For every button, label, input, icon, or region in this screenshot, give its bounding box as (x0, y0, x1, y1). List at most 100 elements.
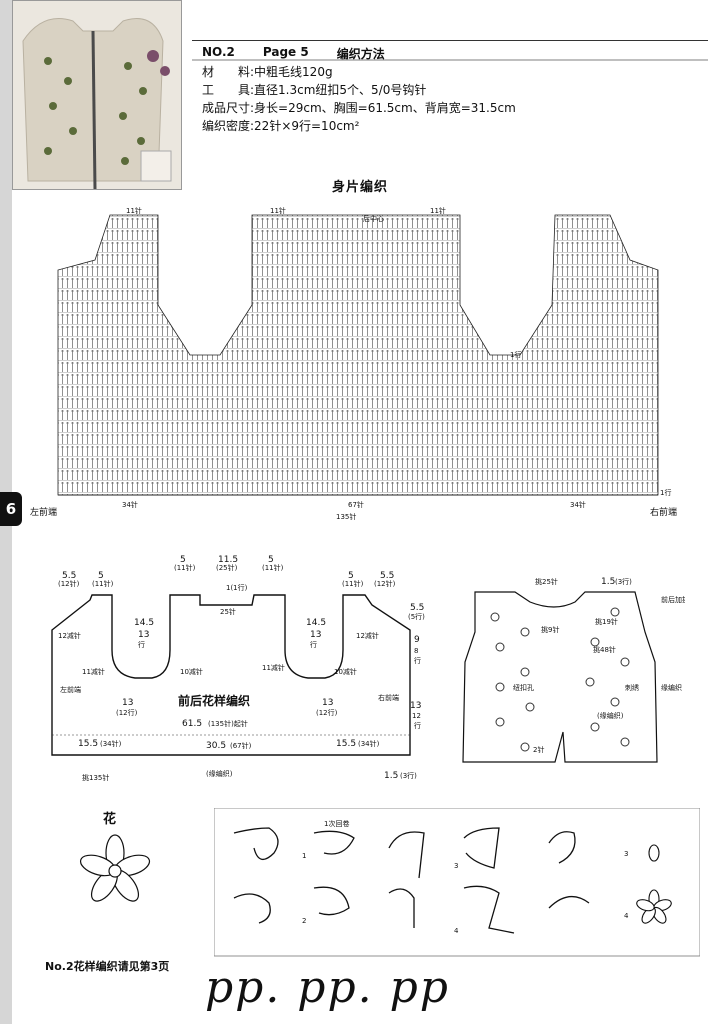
svg-text:25针: 25针 (220, 607, 236, 616)
row-marker: 1行 (510, 350, 521, 359)
info-tools: 工 具:直径1.3cm纽扣5个、5/0号钩针 (202, 83, 427, 97)
svg-text:61.5: 61.5 (182, 719, 202, 729)
svg-text:5.5: 5.5 (410, 603, 424, 613)
svg-text:(11针): (11针) (92, 579, 114, 588)
svg-text:12减针: 12减针 (58, 631, 81, 640)
flower-icon (79, 834, 151, 902)
product-photo (12, 0, 182, 190)
svg-text:1.5: 1.5 (601, 577, 615, 587)
watermark-text: pp. pp. pp (205, 962, 450, 1013)
svg-text:(135针)起针: (135针)起针 (208, 719, 248, 728)
svg-text:14.5: 14.5 (306, 618, 326, 628)
footer-note: No.2花样编织请见第3页 (45, 960, 170, 973)
svg-text:5: 5 (268, 555, 274, 565)
svg-text:(11针): (11针) (174, 563, 196, 572)
schematic-diagram: 5.5 (12针) 5 (11针) 5 (11针) 11.5 (25针) 5 (… (51, 555, 425, 782)
left-front-label: 左前端 (30, 506, 57, 518)
svg-text:右前端: 右前端 (378, 693, 399, 702)
top-stitch-right: 11针 (430, 206, 446, 215)
count-middle: 67针 (348, 500, 364, 509)
embroidery-steps: 1次回卷 1 2 3 4 3 4 (214, 808, 700, 957)
svg-text:缘编织: 缘编织 (661, 683, 682, 692)
svg-text:(12针): (12针) (374, 579, 396, 588)
info-box: NO.2 Page 5 编织方法 材 料:中粗毛线120g 工 具:直径1.3c… (192, 40, 708, 141)
svg-text:14.5: 14.5 (134, 618, 154, 628)
svg-text:13: 13 (138, 630, 149, 640)
svg-text:1(1行): 1(1行) (226, 583, 248, 592)
svg-text:纽扣孔: 纽扣孔 (513, 683, 534, 692)
svg-text:1次回卷: 1次回卷 (324, 819, 349, 828)
svg-text:(12行): (12行) (316, 708, 338, 717)
svg-text:挑135针: 挑135针 (82, 773, 109, 782)
svg-text:15.5: 15.5 (336, 739, 356, 749)
svg-text:(12针): (12针) (58, 579, 80, 588)
svg-text:5: 5 (348, 571, 354, 581)
info-size: 成品尺寸:身长=29cm、胸围=61.5cm、背肩宽=31.5cm (202, 101, 516, 115)
svg-text:13: 13 (322, 698, 333, 708)
back-center-label: 后中心 (363, 214, 384, 223)
svg-text:行: 行 (414, 656, 421, 665)
svg-text:(34针): (34针) (100, 739, 122, 748)
svg-text:3: 3 (454, 862, 458, 870)
body-outline (57, 214, 659, 496)
svg-text:5.5: 5.5 (62, 571, 76, 581)
svg-text:12减针: 12减针 (356, 631, 379, 640)
svg-text:行: 行 (414, 721, 421, 730)
finished-vest-diagram: 挑25针 1.5 (3行) 前后加挑66针 挑9针 挑19针 挑48针 纽扣孔 … (462, 577, 685, 763)
svg-text:30.5: 30.5 (206, 741, 226, 751)
svg-text:4: 4 (454, 927, 459, 935)
body-stitch-chart: 左前端 右前端 34针 67针 34针 135针 后中心 11针 11针 11针… (30, 206, 677, 521)
svg-text:挑48针: 挑48针 (593, 645, 616, 654)
svg-text:(34针): (34针) (358, 739, 380, 748)
svg-text:4: 4 (624, 912, 629, 920)
row-marker-end: 1行 (660, 488, 671, 497)
svg-text:挑25针: 挑25针 (535, 577, 558, 586)
flower-title: 花 (103, 812, 117, 827)
svg-text:8: 8 (414, 647, 418, 655)
svg-text:5: 5 (180, 555, 186, 565)
svg-text:(3行): (3行) (400, 771, 417, 780)
count-total: 135针 (336, 512, 356, 521)
pattern-number: NO.2 (202, 45, 235, 59)
svg-text:前后加挑66针: 前后加挑66针 (661, 595, 685, 604)
svg-text:11减针: 11减针 (82, 667, 105, 676)
svg-text:(25针): (25针) (216, 563, 238, 572)
info-divider (192, 59, 708, 61)
svg-text:2: 2 (302, 917, 306, 925)
svg-text:5.5: 5.5 (380, 571, 394, 581)
info-header: NO.2 Page 5 编织方法 (192, 41, 708, 62)
svg-text:(67针): (67针) (230, 741, 252, 750)
svg-text:13: 13 (410, 701, 421, 711)
svg-text:9: 9 (414, 635, 420, 645)
svg-text:1: 1 (302, 852, 306, 860)
svg-text:5: 5 (98, 571, 104, 581)
svg-text:12: 12 (412, 712, 421, 720)
count-right: 34针 (570, 500, 586, 509)
svg-text:挑9针: 挑9针 (541, 625, 559, 634)
top-stitch-left: 11针 (126, 206, 142, 215)
svg-text:13: 13 (122, 698, 133, 708)
schematic-outline (51, 594, 411, 756)
svg-text:行: 行 (310, 640, 317, 649)
svg-text:挑19针: 挑19针 (595, 617, 618, 626)
count-left: 34针 (122, 500, 138, 509)
svg-text:(3行): (3行) (615, 577, 632, 586)
svg-text:13: 13 (310, 630, 321, 640)
svg-text:(12行): (12行) (116, 708, 138, 717)
svg-text:行: 行 (138, 640, 145, 649)
svg-text:15.5: 15.5 (78, 739, 98, 749)
section-title: 编织方法 (336, 47, 385, 61)
svg-text:2针: 2针 (533, 745, 544, 754)
right-front-label: 右前端 (650, 506, 677, 518)
svg-text:(缘编织): (缘编织) (597, 711, 624, 720)
svg-text:(缘编织): (缘编织) (206, 769, 233, 778)
svg-text:刺绣: 刺绣 (625, 683, 639, 692)
info-materials: 材 料:中粗毛线120g (202, 65, 333, 79)
svg-text:11减针: 11减针 (262, 663, 285, 672)
svg-text:1.5: 1.5 (384, 771, 398, 781)
svg-text:10减针: 10减针 (180, 667, 203, 676)
svg-text:(5行): (5行) (408, 612, 425, 621)
page-ref: Page 5 (262, 45, 309, 59)
svg-text:11.5: 11.5 (218, 555, 238, 565)
svg-text:10减针: 10减针 (334, 667, 357, 676)
